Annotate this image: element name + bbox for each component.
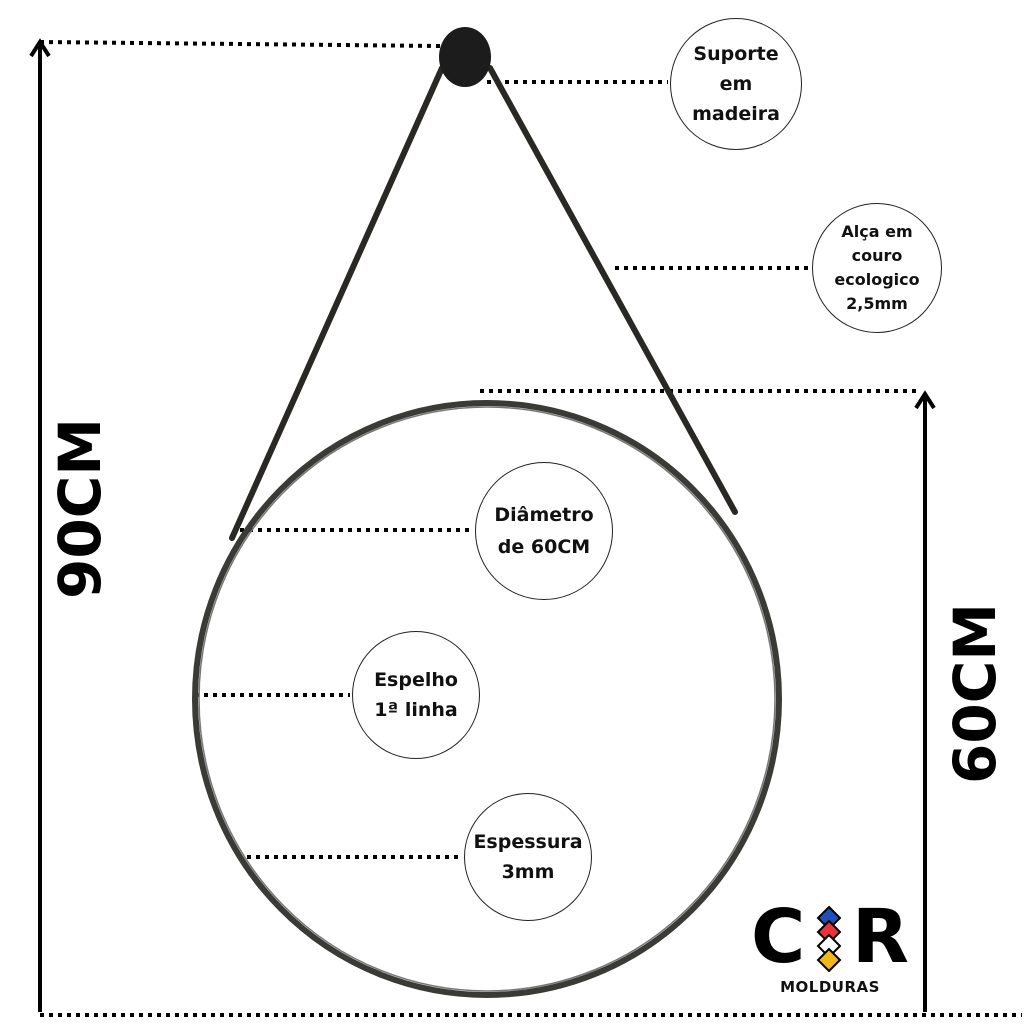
guide-top (39, 40, 441, 48)
logo-diamonds-icon (816, 906, 842, 972)
strap (229, 65, 738, 541)
callout-mirror: Espelho 1ª linha (352, 631, 480, 759)
dotted-guides (39, 40, 1022, 1017)
logo-letter-r: R (852, 894, 909, 980)
callout-diameter: Diâmetro de 60CM (475, 462, 613, 600)
mirror-frame (192, 400, 782, 998)
logo-letter-c: C (751, 894, 806, 980)
arrowhead-60cm (914, 390, 936, 410)
mirror-frame-inner (198, 406, 776, 992)
total-height-label: 90CM (46, 418, 114, 599)
arrowhead-90cm (29, 38, 51, 58)
dimension-arrows (29, 38, 936, 1012)
logo-subtitle: MOLDURAS (780, 978, 880, 996)
wooden-knob (439, 27, 491, 87)
callout-strap: Alça em couro ecologico 2,5mm (812, 203, 942, 333)
callout-thickness: Espessura 3mm (464, 793, 592, 921)
mirror-height-label: 60CM (941, 603, 1009, 784)
callout-support: Suporte em madeira (670, 18, 802, 150)
brand-logo: C R MOLDURAS (745, 900, 915, 996)
